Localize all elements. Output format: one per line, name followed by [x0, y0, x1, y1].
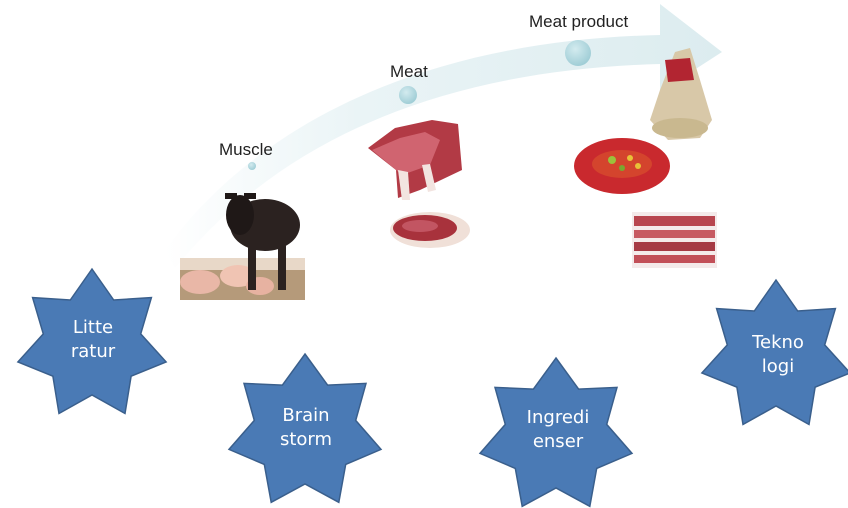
star-teknologi-line1: Tekno — [738, 331, 818, 355]
bacon-photo — [632, 212, 717, 268]
stage-dot-meat — [399, 86, 417, 104]
star-teknologi-text: Tekno logi — [738, 331, 818, 379]
star-brainstorm-text: Brain storm — [266, 404, 346, 452]
star-literatur-line1: Litte — [54, 316, 132, 340]
stage-label-meat: Meat — [390, 62, 428, 82]
star-ingredienser-line2: enser — [518, 430, 598, 454]
steak-photo — [390, 212, 470, 248]
carpaccio-photo — [574, 138, 670, 194]
star-teknologi-line2: logi — [738, 355, 818, 379]
star-brainstorm-line1: Brain — [266, 404, 346, 428]
star-ingredienser-line1: Ingredi — [518, 406, 598, 430]
stage-dot-meat-product — [565, 40, 591, 66]
star-literatur-line2: ratur — [54, 340, 132, 364]
star-literatur-text: Litte ratur — [54, 316, 132, 364]
star-brainstorm-line2: storm — [266, 428, 346, 452]
stage-label-muscle: Muscle — [219, 140, 273, 160]
meat-cuts-photo — [368, 120, 462, 200]
stage-label-meat-product: Meat product — [529, 12, 628, 32]
star-ingredienser-text: Ingredi enser — [518, 406, 598, 454]
stage-dot-muscle — [248, 162, 256, 170]
cow-pig-photo — [180, 193, 305, 300]
